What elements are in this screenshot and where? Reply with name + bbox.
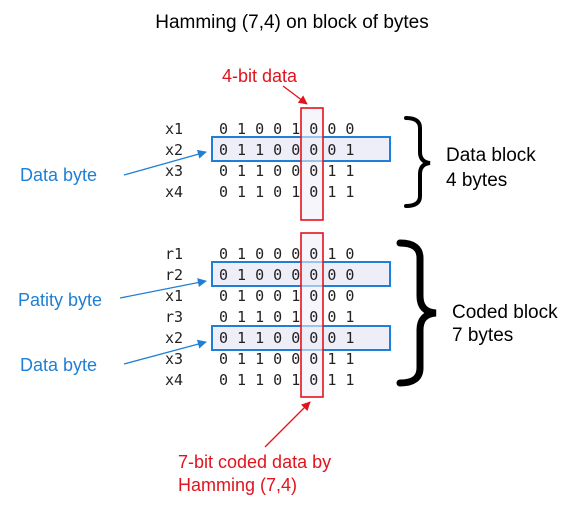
coded-block-row-label: x3 <box>165 350 183 368</box>
data-byte-arrow-top <box>123 149 207 176</box>
coded-block-brace <box>396 239 437 387</box>
coded-block-label-line1: Coded block <box>452 302 558 323</box>
coded-block-row-label: x2 <box>165 329 183 347</box>
data-block-brace <box>404 116 431 208</box>
data-block-row-bits: 0 1 1 0 1 0 1 1 <box>219 183 354 201</box>
data-byte-label-top: Data byte <box>20 165 97 185</box>
data-column-highlight <box>300 107 324 221</box>
coded-block-row-label: r2 <box>165 266 183 284</box>
coded-data-arrow <box>264 401 311 448</box>
four-bit-data-arrow <box>282 85 308 105</box>
coded-block-row-bits: 0 1 1 0 0 0 1 1 <box>219 350 354 368</box>
data-block-label-line1: Data block <box>446 145 536 166</box>
coded-column-highlight <box>300 232 324 398</box>
coded-block-row-bits: 0 1 0 0 0 0 1 0 <box>219 245 354 263</box>
data-block-row-label: x2 <box>165 141 183 159</box>
parity-byte-label: Patity byte <box>18 290 102 310</box>
coded-data-label-line1: 7-bit coded data by <box>178 452 331 472</box>
coded-block-row-label: x1 <box>165 287 183 305</box>
data-block-row-label: x1 <box>165 120 183 138</box>
data-block-label-line2: 4 bytes <box>446 170 507 191</box>
coded-block-row-bits: 0 1 1 0 0 0 0 1 <box>219 329 354 347</box>
coded-block-row-bits: 0 1 0 0 0 0 0 0 <box>219 266 354 284</box>
coded-block-label-line2: 7 bytes <box>452 325 513 346</box>
coded-block-rows: r1 0 1 0 0 0 0 1 0 r2 0 1 0 0 0 0 0 0 x1 0 1 … <box>165 245 354 389</box>
data-block-row-bits: 0 1 1 0 0 0 0 1 <box>219 141 354 159</box>
data-block-row-label: x3 <box>165 162 183 180</box>
coded-block-row-bits: 0 1 1 0 1 0 1 1 <box>219 371 354 389</box>
coded-block-row-label: r1 <box>165 245 183 263</box>
data-byte-label-bottom: Data byte <box>20 355 97 375</box>
data-block-row-label: x4 <box>165 183 183 201</box>
coded-block-row-label: x4 <box>165 371 183 389</box>
parity-byte-arrow <box>119 278 207 299</box>
data-block-row-bits: 0 1 1 0 0 0 1 1 <box>219 162 354 180</box>
coded-data-label-line2: Hamming (7,4) <box>178 475 297 495</box>
data-block-row-bits: 0 1 0 0 1 0 0 0 <box>219 120 354 138</box>
coded-block-row-bits: 0 1 0 0 1 0 0 0 <box>219 287 354 305</box>
four-bit-data-label: 4-bit data <box>222 66 298 86</box>
coded-block-row-bits: 0 1 1 0 1 0 0 1 <box>219 308 354 326</box>
diagram-title: Hamming (7,4) on block of bytes <box>155 12 429 33</box>
coded-block-row-label: r3 <box>165 308 183 326</box>
data-block-rows: x1 0 1 0 0 1 0 0 0 x2 0 1 1 0 0 0 0 1 x3 0 1 … <box>165 120 354 201</box>
data-byte-arrow-bottom <box>123 339 207 365</box>
